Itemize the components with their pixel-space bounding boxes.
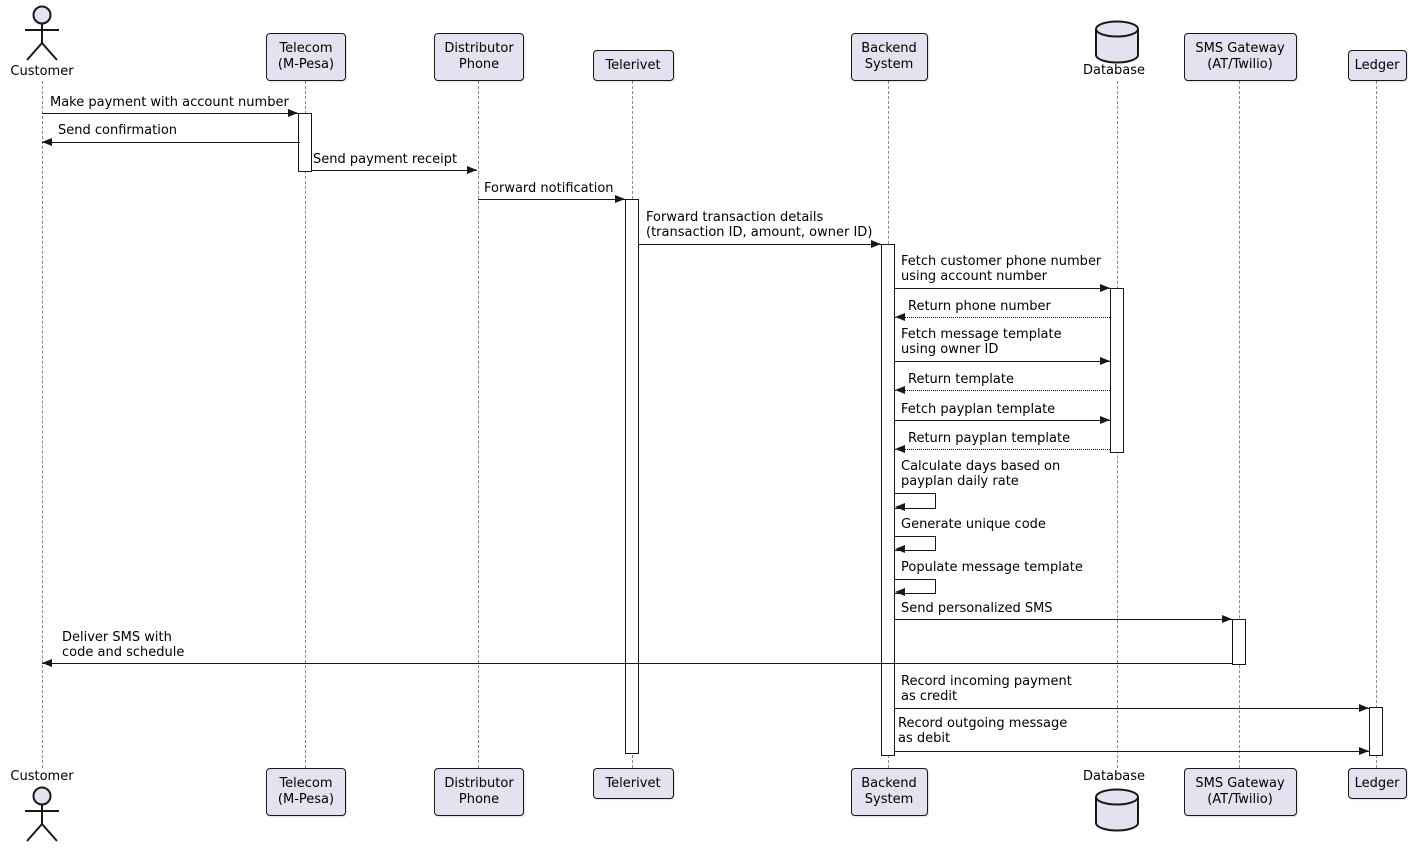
- message-arrowhead: [42, 138, 52, 146]
- participant-label-customer-bottom: Customer: [10, 769, 74, 784]
- self-message-loop: [895, 579, 936, 594]
- participant-box-ledger-top: Ledger: [1347, 50, 1407, 81]
- message-arrowhead: [871, 240, 881, 248]
- message-label: Record outgoing message as debit: [898, 716, 1068, 746]
- participant-box-distributor-bottom: Distributor Phone: [434, 768, 524, 816]
- lifeline-ledger: [1375, 81, 1377, 768]
- message-arrowhead: [467, 166, 477, 174]
- message-arrowhead: [1100, 284, 1110, 292]
- message-arrowhead: [1359, 747, 1369, 755]
- participant-box-telecom-top: Telecom (M-Pesa): [266, 33, 346, 81]
- activation-bar-ledger: [1369, 707, 1383, 756]
- message-label: Populate message template: [901, 560, 1083, 575]
- message-label: Forward transaction details (transaction…: [646, 210, 873, 240]
- message-line: [895, 361, 1110, 362]
- message-label: Forward notification: [484, 181, 614, 196]
- message-label: Make payment with account number: [50, 95, 289, 110]
- participant-box-ledger-bottom: Ledger: [1347, 768, 1407, 799]
- message-line: [895, 390, 1110, 391]
- database-icon-bottom: [1094, 788, 1140, 832]
- participant-box-distributor-top: Distributor Phone: [434, 33, 524, 81]
- message-line: [478, 199, 625, 200]
- message-label: Calculate days based on payplan daily ra…: [901, 459, 1061, 489]
- database-icon-top: [1094, 20, 1140, 64]
- message-label: Return template: [908, 372, 1014, 387]
- actor-icon-customer-top: [22, 5, 62, 63]
- message-label: Return phone number: [908, 299, 1051, 314]
- message-arrowhead: [895, 445, 905, 453]
- message-label: Fetch message template using owner ID: [901, 327, 1062, 357]
- message-label: Deliver SMS with code and schedule: [62, 630, 185, 660]
- activation-bar-telecom: [298, 113, 312, 172]
- message-arrowhead: [895, 386, 905, 394]
- message-arrowhead: [615, 195, 625, 203]
- message-line: [895, 317, 1110, 318]
- activation-bar-database: [1110, 288, 1124, 453]
- message-line: [895, 288, 1110, 289]
- participant-box-telerivet-top: Telerivet: [592, 50, 674, 81]
- message-label: Return payplan template: [908, 431, 1071, 446]
- message-arrowhead: [42, 659, 52, 667]
- message-line: [895, 420, 1110, 421]
- message-label: Generate unique code: [901, 517, 1046, 532]
- participant-label-database-top: Database: [1082, 63, 1146, 78]
- self-message-arrowhead: [895, 503, 905, 511]
- participant-box-telecom-bottom: Telecom (M-Pesa): [266, 768, 346, 816]
- participant-label-database-bottom: Database: [1082, 769, 1146, 784]
- message-line: [42, 113, 298, 114]
- message-arrowhead: [288, 109, 298, 117]
- message-label: Fetch payplan template: [901, 402, 1056, 417]
- lifeline-smsgw: [1238, 81, 1240, 768]
- participant-box-telerivet-bottom: Telerivet: [592, 768, 674, 799]
- message-arrowhead: [1222, 615, 1232, 623]
- participant-box-smsgw-bottom: SMS Gateway (AT/Twilio): [1183, 768, 1297, 816]
- participant-label-customer-top: Customer: [10, 64, 74, 79]
- lifeline-distributor: [477, 81, 479, 768]
- message-arrowhead: [1359, 704, 1369, 712]
- activation-bar-telerivet: [625, 199, 639, 754]
- participant-box-backend-bottom: Backend System: [850, 768, 928, 816]
- message-arrowhead: [1100, 357, 1110, 365]
- message-label: Send payment receipt: [313, 152, 458, 167]
- message-line: [895, 449, 1110, 450]
- lifeline-customer: [41, 81, 43, 768]
- self-message-arrowhead: [895, 545, 905, 553]
- participant-box-backend-top: Backend System: [850, 33, 928, 81]
- message-line: [895, 619, 1232, 620]
- participant-box-smsgw-top: SMS Gateway (AT/Twilio): [1183, 33, 1297, 81]
- message-line: [895, 708, 1369, 709]
- message-arrowhead: [1100, 416, 1110, 424]
- message-label: Record incoming payment as credit: [901, 674, 1072, 704]
- message-line: [312, 170, 477, 171]
- message-arrowhead: [895, 313, 905, 321]
- message-line: [42, 663, 1232, 664]
- message-line: [895, 751, 1369, 752]
- message-line: [42, 142, 300, 143]
- message-label: Send confirmation: [58, 123, 178, 138]
- self-message-arrowhead: [895, 588, 905, 596]
- self-message-loop: [895, 536, 936, 551]
- message-label: Fetch customer phone number using accoun…: [901, 254, 1102, 284]
- activation-bar-smsgw: [1232, 619, 1246, 665]
- actor-icon-customer-bottom: [22, 786, 62, 844]
- lifeline-telecom: [304, 81, 306, 768]
- activation-bar-backend: [881, 244, 895, 756]
- message-label: Send personalized SMS: [901, 601, 1053, 616]
- self-message-loop: [895, 493, 936, 509]
- message-line: [639, 244, 881, 245]
